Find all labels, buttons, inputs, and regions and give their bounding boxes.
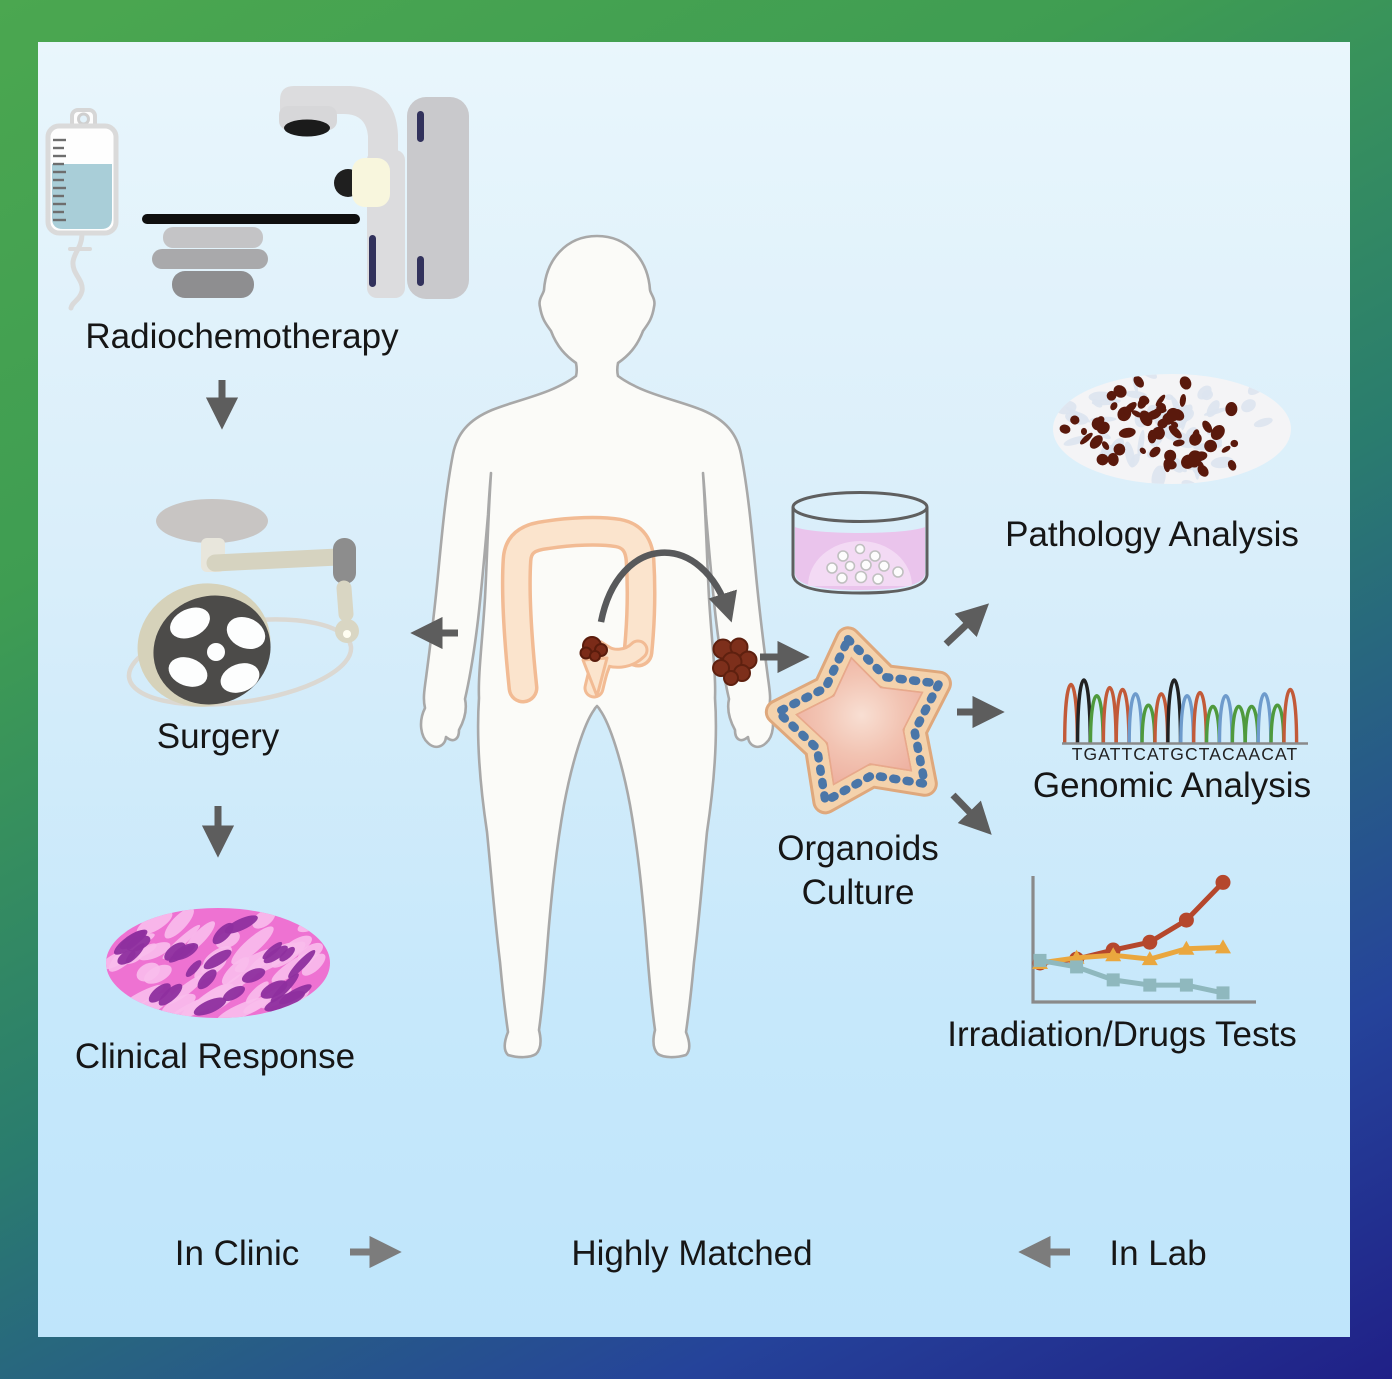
petri-dish-icon [791,491,929,595]
pathology-label: Pathology Analysis [1005,515,1299,554]
arrow-organoid-to-tests [950,792,992,835]
organoids-label-line1: Organoids [777,829,938,868]
treatment-couch [142,214,360,298]
radiotherapy-machine-icon [142,86,469,299]
patient-silhouette [419,234,775,1059]
irradiation-label: Irradiation/Drugs Tests [947,1015,1297,1054]
pathology-histology [1053,374,1291,484]
legend-highly-matched: Highly Matched [571,1234,812,1273]
colon-icon [500,515,657,704]
iv-bag-scale-ticks [53,138,66,222]
clinical-response-label: Clinical Response [75,1037,355,1076]
surgery-label: Surgery [157,717,280,756]
sanger-chromatogram [1063,678,1299,744]
arrow-organoid-to-pathology [943,603,990,647]
legend-in-clinic: In Clinic [175,1234,299,1273]
tumor-sample-icon [712,637,758,686]
arrow-biopsy-curved [597,549,737,623]
organoids-label-line2: Culture [802,873,915,912]
organoid-icon [764,626,952,815]
legend-in-lab: In Lab [1109,1234,1206,1273]
clinical-response-histology [106,908,330,1018]
genomic-label: Genomic Analysis [1033,766,1311,805]
dna-sequence-label: TGATTCATGCTACAACAT [1072,744,1299,764]
irradiation-tests-chart [1031,874,1256,1004]
organoid-dots [826,543,904,585]
radiochemotherapy-label: Radiochemotherapy [85,317,399,356]
surgery-lamp-icon [126,499,359,707]
organoid-nuclei-ring [773,635,944,806]
iv-bag-icon [45,108,119,311]
rectal-tumor-icon [579,636,608,662]
chart-axes [1031,876,1256,1004]
